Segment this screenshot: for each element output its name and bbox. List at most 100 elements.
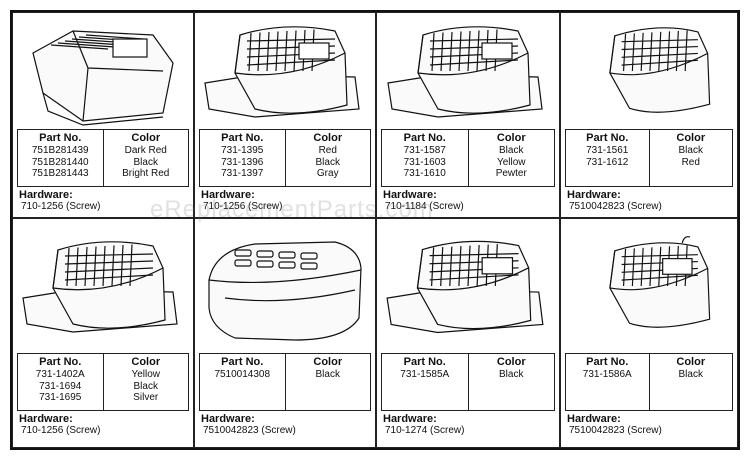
- part-no-header: Part No.: [221, 132, 264, 144]
- part-number: 731-1612: [586, 156, 629, 168]
- hardware-block: Hardware: 710-1256 (Screw): [201, 189, 282, 213]
- hardware-label: Hardware:: [201, 413, 255, 425]
- hardware-block: Hardware: 7510042823 (Screw): [567, 189, 662, 213]
- color-list: Black: [286, 369, 371, 381]
- part-number-column: Part No. 7510014308: [200, 354, 285, 410]
- color-value: Dark Red: [124, 145, 167, 156]
- engine-cover-illustration: [561, 219, 737, 353]
- part-table: Part No. 7510014308 Color Black: [199, 353, 371, 411]
- color-header: Color: [131, 132, 161, 144]
- hardware-label: Hardware:: [201, 189, 255, 201]
- part-no-header: Part No.: [403, 132, 446, 144]
- color-column: Color Black: [648, 354, 733, 410]
- hardware-label: Hardware:: [383, 413, 437, 425]
- color-value: Black: [133, 156, 158, 168]
- part-number-column: Part No. 731-1586A: [566, 354, 649, 410]
- color-list: Black: [469, 369, 555, 381]
- color-value: Yellow: [496, 156, 526, 168]
- color-value: Black: [315, 369, 340, 380]
- hardware-block: Hardware: 710-1274 (Screw): [383, 413, 464, 437]
- color-value: Gray: [316, 168, 339, 179]
- part-number: 731-1587: [403, 145, 446, 156]
- hardware-label: Hardware:: [567, 413, 621, 425]
- color-value: Black: [133, 380, 158, 392]
- color-column: Color Black: [284, 354, 371, 410]
- color-value: Red: [681, 156, 700, 168]
- part-no-header: Part No.: [586, 356, 629, 368]
- hardware-value: 710-1256 (Screw): [203, 201, 283, 212]
- part-table: Part No. 731-1585A Color Black: [381, 353, 555, 411]
- color-header: Color: [676, 132, 706, 144]
- part-number: 731-1694: [39, 380, 82, 392]
- color-value: Black: [678, 369, 703, 380]
- engine-cover-illustration: [377, 219, 559, 353]
- engine-cover-illustration: [13, 219, 193, 353]
- engine-cover-illustration: [377, 13, 559, 129]
- part-number: 731-1397: [221, 168, 264, 179]
- part-number-list: 731-1586A: [566, 369, 649, 381]
- part-number: 7510014308: [214, 369, 271, 380]
- part-number: 731-1610: [403, 168, 446, 179]
- color-header: Color: [131, 356, 161, 368]
- part-number: 731-1402A: [35, 369, 85, 380]
- hardware-value: 710-1274 (Screw): [385, 425, 465, 436]
- color-value: Black: [678, 145, 703, 156]
- part-number: 731-1561: [586, 145, 629, 156]
- part-number-list: 7510014308: [200, 369, 285, 381]
- part-cell-6: Part No. 7510014308 Color Black Hardware…: [194, 218, 376, 448]
- color-header: Color: [313, 356, 343, 368]
- hardware-block: Hardware: 710-1184 (Screw): [383, 189, 464, 213]
- part-number: 731-1603: [403, 156, 446, 168]
- part-no-header: Part No.: [403, 356, 446, 368]
- part-no-header: Part No.: [586, 132, 629, 144]
- engine-cover-illustration: [195, 219, 375, 353]
- hardware-value: 7510042823 (Screw): [569, 201, 662, 212]
- part-number: 731-1395: [221, 145, 264, 156]
- color-value: Silver: [133, 392, 159, 403]
- part-number-column: Part No. 731-1585A: [382, 354, 468, 410]
- color-value: Bright Red: [122, 168, 170, 179]
- hardware-label: Hardware:: [19, 413, 73, 425]
- part-number: 751B281439: [31, 145, 89, 156]
- hardware-label: Hardware:: [567, 189, 621, 201]
- parts-sheet: [10, 10, 740, 450]
- part-cell-8: Part No. 731-1586A Color Black Hardware:…: [560, 218, 738, 448]
- hardware-value: 7510042823 (Screw): [203, 425, 296, 436]
- part-number-list: 731-1585A: [382, 369, 468, 381]
- color-value: Yellow: [131, 369, 161, 380]
- part-number: 731-1695: [39, 392, 82, 403]
- part-number: 731-1585A: [400, 369, 450, 380]
- part-number: 731-1586A: [582, 369, 632, 380]
- color-column: Color Black: [467, 354, 555, 410]
- color-value: Black: [499, 145, 524, 156]
- hardware-label: Hardware:: [383, 189, 437, 201]
- color-value: Black: [315, 156, 340, 168]
- part-no-header: Part No.: [39, 132, 82, 144]
- hardware-block: Hardware: 7510042823 (Screw): [201, 413, 296, 437]
- engine-cover-illustration: [561, 13, 737, 129]
